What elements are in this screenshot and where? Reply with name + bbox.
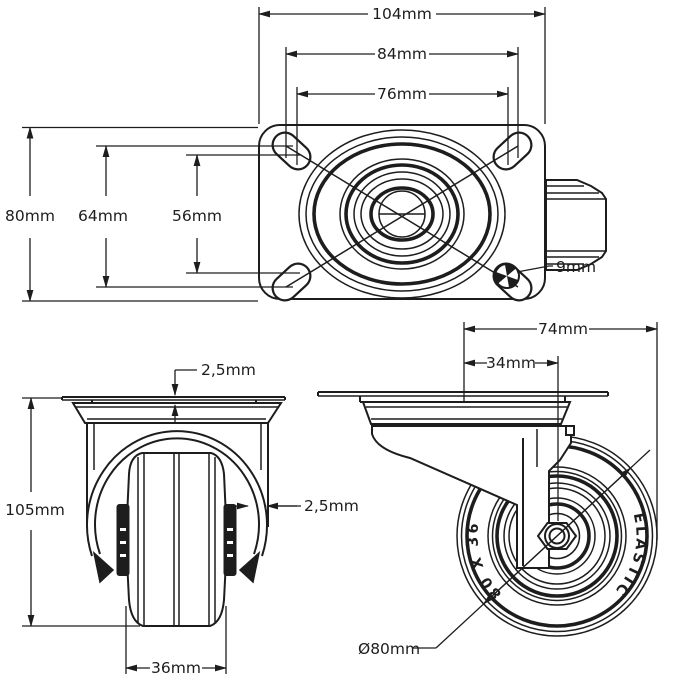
mounting-plate-side (317, 391, 609, 403)
wheel-top-protrusion (545, 179, 607, 271)
diagonal-line (285, 145, 519, 288)
dim-wheel-width: 36mm (151, 659, 201, 677)
dim-plate-thickness: 2,5mm (201, 361, 256, 379)
bolt-hole-symbol (494, 263, 520, 289)
dim-bolt-pitch-deep: 64mm (78, 207, 128, 225)
dim-overall-width: 104mm (372, 5, 432, 23)
dimensions-front-view: 2,5mm 105mm 2,5mm 36mm (5, 361, 359, 677)
dim-bolt-pitch-wide: 84mm (377, 45, 427, 63)
fork-crown (86, 423, 269, 557)
swivel-housing-side (361, 401, 572, 425)
dim-bolt-pitch-shallow: 56mm (172, 207, 222, 225)
fork-leg-tip (92, 550, 115, 584)
dim-swivel-radius: 74mm (538, 320, 588, 338)
wheel-front (124, 452, 229, 627)
hub-caps (116, 504, 237, 576)
top-view (258, 124, 607, 302)
dim-bolt-hole-diameter: 9mm (556, 258, 596, 276)
dim-overall-depth: 80mm (5, 207, 55, 225)
dimensions-top-view: 104mm 84mm 76mm 80mm 64mm 56mm 9mm (5, 5, 596, 302)
dim-wheel-diameter: Ø80mm (358, 640, 420, 658)
mounting-plate-front (61, 396, 286, 404)
dim-bolt-pitch-narrow: 76mm (377, 85, 427, 103)
swivel-race-rings (298, 129, 506, 299)
fork-leg-tip (238, 550, 261, 584)
dim-overall-height: 105mm (5, 501, 65, 519)
dim-swivel-offset: 34mm (486, 354, 536, 372)
dimensions-side-view: 74mm 34mm Ø80mm (358, 320, 658, 658)
side-view: 80 X 36 ELASTIC (317, 391, 658, 649)
dim-fork-thickness: 2,5mm (304, 497, 359, 515)
swivel-housing-front (71, 402, 283, 424)
front-view (61, 396, 286, 627)
diameter-leader (412, 449, 651, 649)
